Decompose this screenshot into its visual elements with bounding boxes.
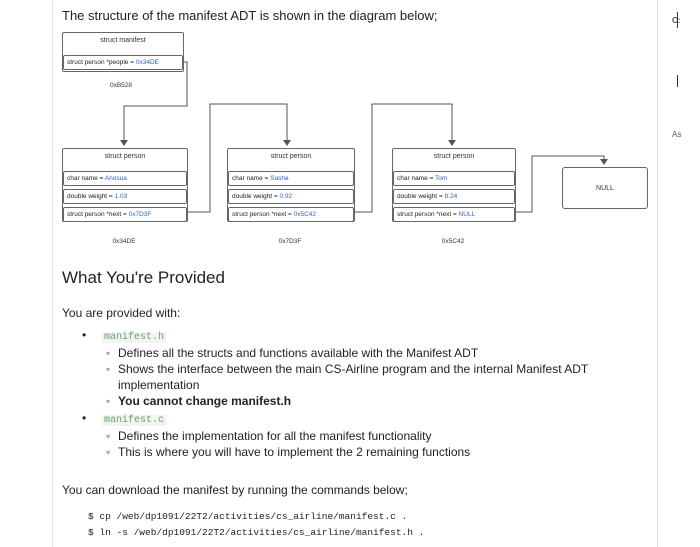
text-cursor bbox=[677, 12, 678, 28]
command-link[interactable]: $ ln -s /web/dp1091/22T2/activities/cs_a… bbox=[88, 527, 425, 538]
node-1-next-field: struct person *next = 0x7D3F bbox=[63, 207, 187, 222]
node-1-weight-field: double weight = 1.03 bbox=[63, 189, 187, 204]
arrow-manifest-to-node1 bbox=[123, 61, 188, 143]
node-3-weight-label: double weight = bbox=[397, 193, 445, 200]
node-1-name-value: Anosua bbox=[104, 175, 127, 182]
node-2-address: 0x7D3F bbox=[278, 238, 302, 245]
node-1-name-label: char name = bbox=[67, 175, 105, 182]
manifest-people-value: 0x34DE bbox=[135, 59, 159, 66]
node-1-next-label: struct person *next = bbox=[67, 211, 129, 218]
arrow-node3-to-null bbox=[515, 155, 605, 213]
provided-intro: You are provided with: bbox=[62, 306, 181, 320]
node-3-next-label: struct person *next = bbox=[397, 211, 459, 218]
person-node-3-title: struct person bbox=[433, 153, 475, 160]
arrowhead-node2 bbox=[283, 140, 291, 146]
manifest-diagram: struct manifest struct person *people = … bbox=[52, 26, 656, 260]
list-item: This is where you will have to implement… bbox=[102, 444, 622, 460]
null-box: NULL bbox=[562, 167, 648, 209]
text-cursor-2 bbox=[677, 75, 678, 87]
file-name-manifest-h: manifest.h bbox=[102, 332, 167, 343]
arrowhead-node1 bbox=[120, 140, 128, 146]
list-item: Shows the interface between the main CS-… bbox=[102, 361, 622, 393]
list-item: You cannot change manifest.h bbox=[102, 393, 622, 409]
download-text: You can download the manifest by running… bbox=[62, 483, 408, 497]
manifest-h-points: Defines all the structs and functions av… bbox=[102, 345, 622, 409]
manifest-struct-box: struct manifest struct person *people = … bbox=[62, 32, 184, 72]
person-node-2: struct person char name = Sasha double w… bbox=[227, 148, 355, 222]
node-2-next-field: struct person *next = 0x5C42 bbox=[228, 207, 354, 222]
node-3-address: 0x5C42 bbox=[441, 238, 465, 245]
intro-text: The structure of the manifest ADT is sho… bbox=[62, 8, 438, 23]
list-item: Defines all the structs and functions av… bbox=[102, 345, 622, 361]
node-1-weight-label: double weight = bbox=[67, 193, 115, 200]
node-2-weight-value: 0.92 bbox=[279, 193, 293, 200]
section-title: What You're Provided bbox=[62, 268, 225, 287]
node-3-weight-field: double weight = 8.24 bbox=[393, 189, 515, 204]
arrowhead-node3 bbox=[448, 140, 456, 146]
node-2-name-value: Sasha bbox=[270, 175, 289, 182]
node-3-next-field: struct person *next = NULL bbox=[393, 207, 515, 222]
node-3-name-value: Tom bbox=[435, 175, 448, 182]
person-node-1: struct person char name = Anosua double … bbox=[62, 148, 188, 222]
person-node-2-title: struct person bbox=[270, 153, 312, 160]
list-item: Defines the implementation for all the m… bbox=[102, 428, 622, 444]
command-copy[interactable]: $ cp /web/dp1091/22T2/activities/cs_airl… bbox=[88, 511, 408, 522]
node-1-address: 0x34DE bbox=[112, 238, 136, 245]
node-3-next-value: NULL bbox=[458, 211, 476, 218]
node-3-weight-value: 8.24 bbox=[444, 193, 458, 200]
person-node-3: struct person char name = Tom double wei… bbox=[392, 148, 516, 222]
node-1-next-value: 0x7D3F bbox=[128, 211, 152, 218]
node-3-name-label: char name = bbox=[397, 175, 436, 182]
node-2-next-label: struct person *next = bbox=[232, 211, 294, 218]
node-2-weight-label: double weight = bbox=[232, 193, 280, 200]
node-2-weight-field: double weight = 0.92 bbox=[228, 189, 354, 204]
file-item-manifest-h: manifest.h Defines all the structs and f… bbox=[62, 328, 622, 409]
node-1-weight-value: 1.03 bbox=[114, 193, 128, 200]
manifest-people-field: struct person *people = 0x34DE bbox=[63, 55, 183, 70]
node-3-name-field: char name = Tom bbox=[393, 171, 515, 186]
node-1-name-field: char name = Anosua bbox=[63, 171, 187, 186]
arrow-node1-to-node2 bbox=[187, 103, 288, 213]
file-item-manifest-c: manifest.c Defines the implementation fo… bbox=[62, 411, 622, 460]
provided-files-list: manifest.h Defines all the structs and f… bbox=[62, 328, 622, 462]
node-2-next-value: 0x5C42 bbox=[293, 211, 317, 218]
right-edge-fragment-top: C: bbox=[672, 16, 681, 25]
right-edge-fragment-mid: As bbox=[672, 130, 682, 139]
file-name-manifest-c: manifest.c bbox=[102, 415, 167, 426]
manifest-people-label: struct person *people = bbox=[67, 59, 136, 66]
node-2-name-field: char name = Sasha bbox=[228, 171, 354, 186]
diagram-arrows bbox=[120, 61, 608, 213]
person-node-1-title: struct person bbox=[104, 153, 146, 160]
manifest-c-points: Defines the implementation for all the m… bbox=[102, 428, 622, 460]
arrowhead-null bbox=[600, 159, 608, 165]
node-2-name-label: char name = bbox=[232, 175, 271, 182]
arrow-node2-to-node3 bbox=[354, 103, 453, 213]
manifest-struct-title: struct manifest bbox=[100, 37, 146, 44]
manifest-address: 0xB528 bbox=[109, 82, 133, 89]
